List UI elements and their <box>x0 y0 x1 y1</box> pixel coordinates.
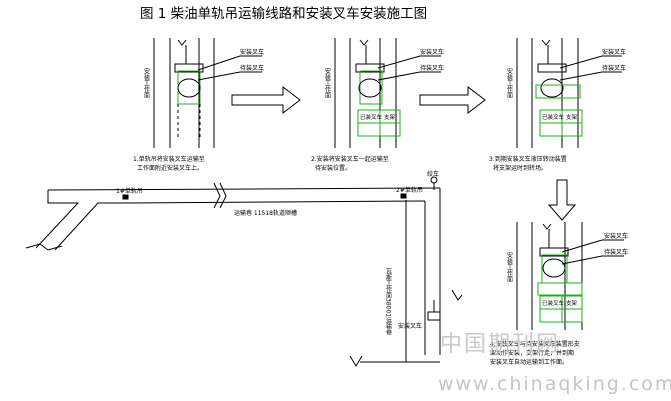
left-end-break <box>25 243 63 251</box>
panel-2-caption-line-2: 待安装位置。 <box>315 164 351 172</box>
route-map <box>25 176 463 367</box>
arrow-1 <box>231 85 301 115</box>
panel-1-leader-1 <box>197 55 241 71</box>
left-spur-inner <box>54 202 118 251</box>
panel-3-break-mark <box>541 39 551 46</box>
station-1-marker <box>122 194 129 200</box>
station-2-label: 2#单轨吊 <box>396 186 423 194</box>
panel-3-box-top: 安装叉车 <box>602 48 626 56</box>
panel-2-green-box <box>359 70 383 105</box>
panel-3-hoist-frame <box>537 63 567 73</box>
panel-4-box-top: 安装叉车 <box>604 232 628 240</box>
roadway-bottom <box>117 200 426 204</box>
panel-2-break-mark <box>359 39 369 46</box>
panel-3-side-label: 安装工作面 <box>506 67 513 99</box>
panel-4-caption-line-1: 4.安装叉车与待安装叉车装置形支 <box>490 340 580 348</box>
panel-4-stack-label2: 支架 <box>566 299 578 307</box>
panel-1 <box>153 38 262 148</box>
panel-1-drum <box>177 78 201 98</box>
panel-4-caption-line-2: 架动作安装，支架行走，并到期 <box>490 349 574 357</box>
panel-4-caption-line-3: 安装叉车自动运输到工作面。 <box>490 358 568 366</box>
panel-3-stack-2 <box>539 122 583 137</box>
watermark-cn: 中国期刊网 <box>440 332 561 357</box>
panel-2-box-bottom: 待装叉车 <box>420 64 444 72</box>
panel-4-break-mark <box>542 223 552 230</box>
panel-2-box-top: 安装叉车 <box>420 48 444 56</box>
panel-4-drum <box>542 258 566 278</box>
panel-4 <box>516 222 624 330</box>
panel-3-drum <box>540 78 564 98</box>
panel-4-hoist-frame <box>539 247 569 257</box>
panel-2-leader-2 <box>377 71 421 81</box>
vertical-end-break <box>349 355 363 367</box>
panel-1-box-bottom: 待装叉车 <box>240 64 264 72</box>
panel-2-caption-line-1: 2.安装将安装叉车一起运输至 <box>311 155 389 163</box>
station-1-label: 1#单轨吊 <box>116 187 143 195</box>
panel-3-leader-2 <box>559 71 603 81</box>
panel-3-box-bottom: 待装叉车 <box>602 64 626 72</box>
panel-2-drum <box>358 78 382 98</box>
roadway-label: 运输巷 11518轨道顺槽 <box>234 209 297 217</box>
panel-3-caption-line-1: 3.到期安装叉车液压转动装置 <box>489 155 567 163</box>
install-fork-marker <box>427 311 441 321</box>
panel-4-leader-1 <box>561 239 603 253</box>
panel-2-stack-2 <box>357 122 401 137</box>
panel-4-stack-0 <box>537 282 583 296</box>
panel-2-stack-label: 已装叉车 <box>360 113 383 121</box>
panel-3 <box>516 38 622 148</box>
panel-2-hoist-frame <box>355 63 385 73</box>
panel-4-box-bottom: 待装叉车 <box>604 248 628 256</box>
station-2-marker <box>400 193 407 199</box>
roadway-break-2 <box>219 182 227 209</box>
figure-title: 图 1 柴油单轨吊运输线路和安装叉车安装施工图 <box>140 6 428 22</box>
panel-1-leader-2 <box>197 71 241 81</box>
panel-4-stack-2 <box>539 308 583 323</box>
panel-3-stack-label: 已装叉车 <box>542 113 565 121</box>
direction-tick <box>451 289 463 301</box>
panel-3-green-box <box>535 84 581 99</box>
panel-2-leader-1 <box>377 55 421 69</box>
install-fork-label: 安装叉车 <box>398 322 422 330</box>
panel-2-side-label: 安装工作面 <box>324 67 331 99</box>
roadway-top <box>47 187 441 191</box>
panel-1-box-top: 安装叉车 <box>240 48 264 56</box>
panel-3-leader-1 <box>559 55 603 69</box>
panel-2-stack-label2: 支架 <box>384 113 396 121</box>
winch-label: 绞车 <box>427 170 439 178</box>
panel-2 <box>334 38 441 148</box>
roadway-break-1 <box>213 182 221 209</box>
panel-1-side-label: 安装工作面 <box>143 67 150 99</box>
panel-3-stack-label2: 支架 <box>566 113 578 121</box>
panel-4-leader-2 <box>561 255 603 265</box>
panel-4-side-label: 安装工作面 <box>506 251 513 283</box>
arrow-down <box>547 179 577 221</box>
panel-3-caption-line-2: 将支架运时到转场。 <box>493 164 547 172</box>
panel-1-break-mark <box>177 39 187 46</box>
panel-1-green-box <box>177 70 201 105</box>
left-spur-outer <box>35 190 80 249</box>
vertical-roadway-label: 瓦斯工作面38001运输巷 <box>385 268 392 335</box>
watermark-url: www.chinaqking.com <box>438 373 671 395</box>
panel-1-caption-line-1: 1.单轨吊将安装叉车运输至 <box>133 155 205 163</box>
arrow-2 <box>419 85 486 115</box>
panel-1-caption-line-2: 工作面附近安装叉车上。 <box>137 164 203 172</box>
panel-4-stack-label: 已装叉车 <box>542 299 565 307</box>
